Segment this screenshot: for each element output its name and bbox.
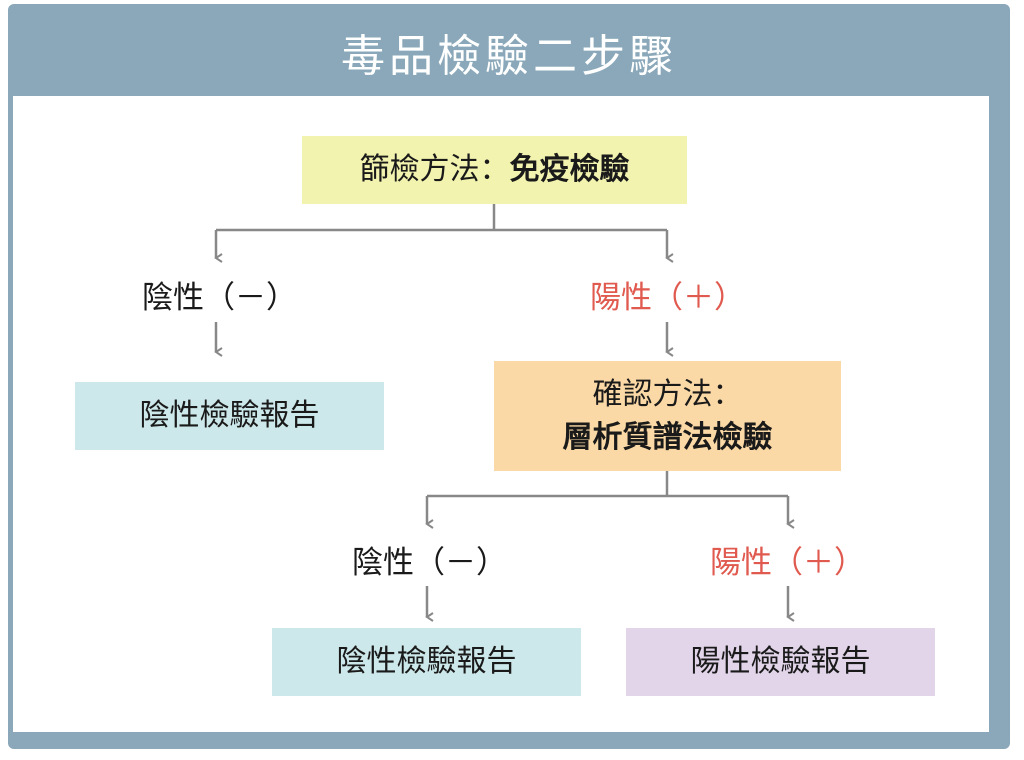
screen-negative-report-label: 陰性檢驗報告	[139, 398, 320, 434]
screening-method-box: 篩檢方法：免疫檢驗	[302, 136, 687, 204]
confirmation-method: 層析質譜法檢驗	[562, 420, 773, 455]
confirm-positive-report-box: 陽性檢驗報告	[626, 628, 935, 696]
confirm-positive-label: 陽性（＋）	[710, 545, 865, 581]
screen-negative-report-box: 陰性檢驗報告	[75, 382, 384, 450]
screen-negative-label: 陰性（－）	[142, 280, 297, 316]
screen-positive-label: 陽性（＋）	[590, 280, 745, 316]
confirm-negative-report-box: 陰性檢驗報告	[272, 628, 581, 696]
screening-label: 篩檢方法：	[359, 152, 510, 188]
confirm-negative-label: 陰性（－）	[352, 545, 507, 581]
confirmation-label: 確認方法：	[592, 376, 743, 412]
confirm-negative-report-label: 陰性檢驗報告	[336, 644, 517, 680]
screening-method: 免疫檢驗	[509, 152, 630, 188]
page-title: 毒品檢驗二步驟	[341, 31, 677, 82]
screening-method-line: 篩檢方法：免疫檢驗	[360, 148, 630, 192]
confirm-positive-report-label: 陽性檢驗報告	[690, 644, 871, 680]
confirmation-method-box: 確認方法： 層析質譜法檢驗	[494, 361, 841, 471]
